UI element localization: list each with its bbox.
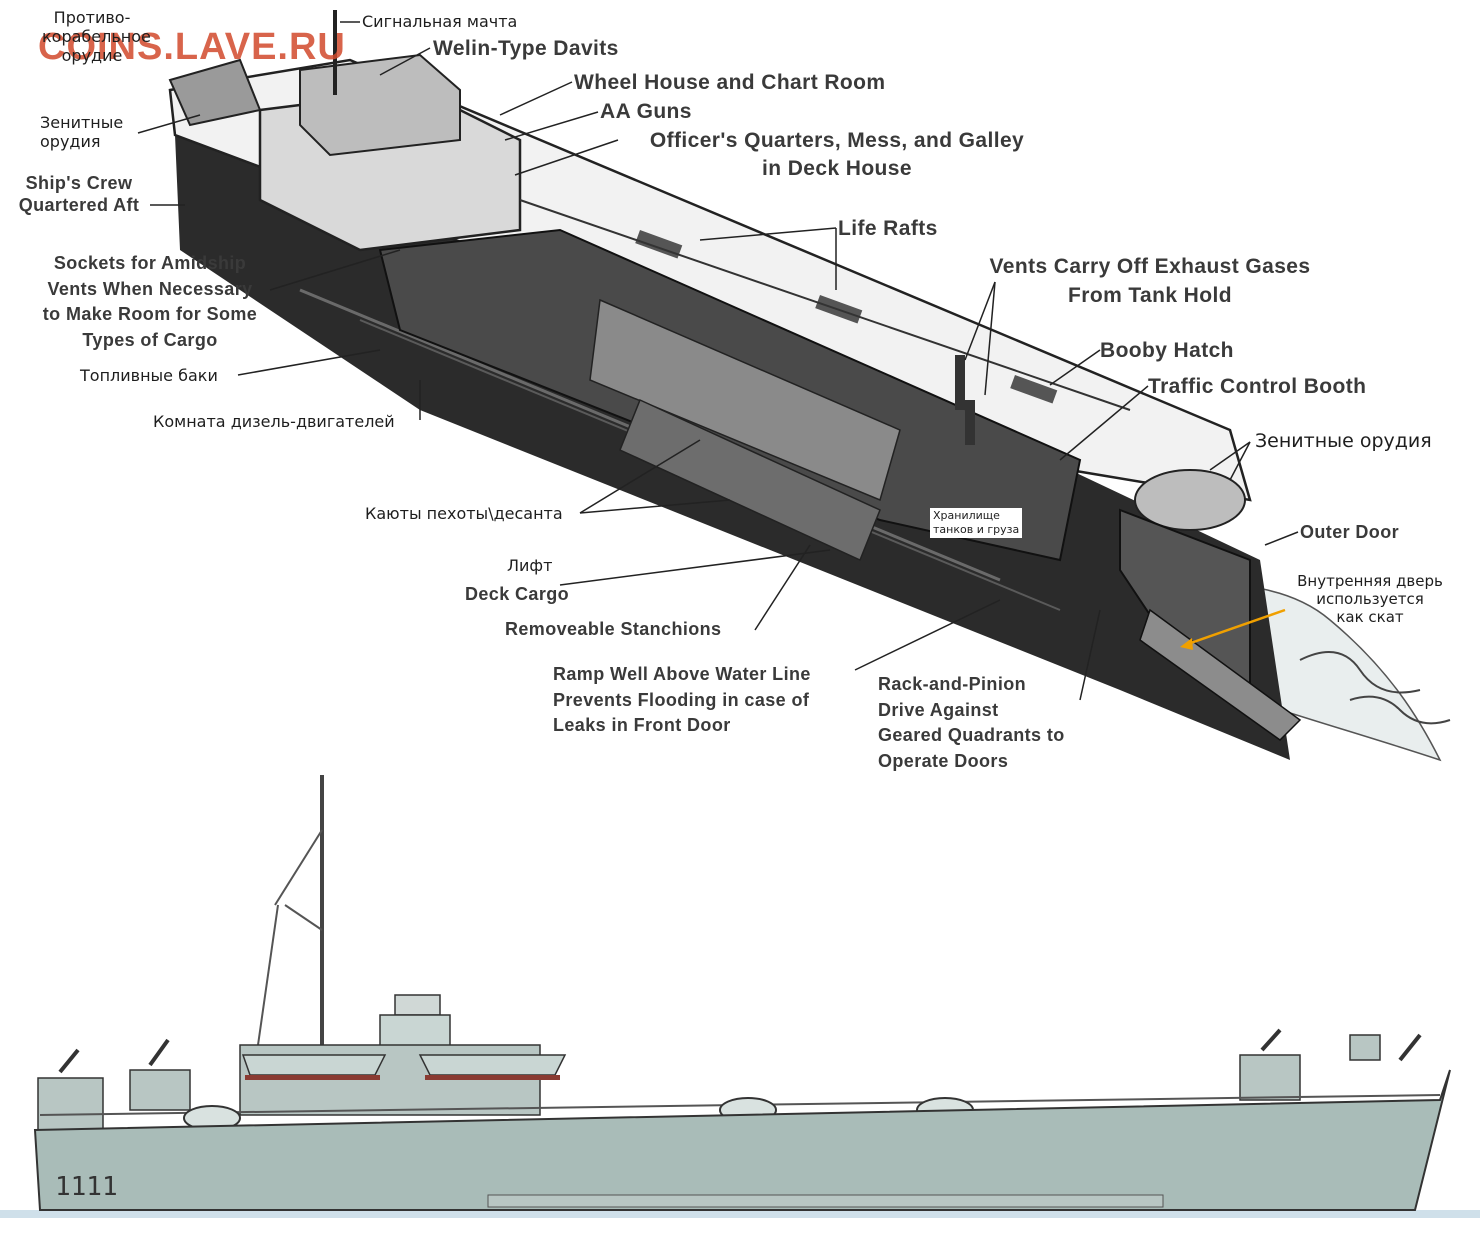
label-life-rafts: Life Rafts	[838, 217, 938, 240]
watermark: COINS.LAVE.RU	[38, 26, 346, 68]
ramp	[1139, 608, 1302, 741]
leader-lines	[137, 21, 1299, 701]
waterline	[0, 1210, 1480, 1218]
label-diesel-room: Комната дизель-двигателей	[153, 412, 395, 431]
label-rack-pinion: Rack-and-Pinion Drive Against Geared Qua…	[878, 674, 1065, 771]
label-sockets: Sockets for Amidship Vents When Necessar…	[42, 253, 258, 350]
label-stanchions: Removeable Stanchions	[505, 619, 722, 639]
label-ramp-well: Ramp Well Above Water Line Prevents Floo…	[553, 664, 811, 736]
inner-door-arrow	[1184, 608, 1286, 647]
label-aa-guns-left: Зенитные орудия	[40, 113, 124, 152]
label-lift: Лифт	[507, 556, 553, 575]
label-anti-ship-gun: Противо- корабельное орудие	[42, 8, 151, 66]
label-tank-storage: Хранилище танков и груза	[930, 508, 1023, 538]
label-outer-door: Outer Door	[1300, 522, 1400, 542]
label-wheel-house: Wheel House and Chart Room	[574, 71, 886, 94]
label-troop-quarters: Каюты пехоты\десанта	[365, 504, 563, 523]
label-aa-guns: AA Guns	[600, 100, 692, 123]
profile-hull	[33, 1069, 1451, 1211]
label-booby-hatch: Booby Hatch	[1100, 339, 1234, 362]
label-crew-aft: Ship's Crew Quartered Aft	[18, 173, 140, 215]
label-vents: Vents Carry Off Exhaust Gases From Tank …	[989, 255, 1311, 307]
label-aa-guns-right: Зенитные орудия	[1255, 430, 1432, 452]
label-welin-davits: Welin-Type Davits	[433, 37, 619, 60]
svg-text:1111: 1111	[55, 1172, 118, 1202]
label-fuel-tanks: Топливные баки	[80, 366, 218, 385]
label-deck-cargo: Deck Cargo	[465, 584, 570, 604]
label-officers-quarters: Officer's Quarters, Mess, and Galley in …	[649, 129, 1025, 181]
label-signal-mast: Сигнальная мачта	[362, 12, 518, 31]
bow-gun-tub	[1134, 469, 1246, 531]
label-inner-door: Внутренняя дверь используется как скат	[1297, 572, 1443, 626]
label-traffic-booth: Traffic Control Booth	[1148, 375, 1367, 398]
